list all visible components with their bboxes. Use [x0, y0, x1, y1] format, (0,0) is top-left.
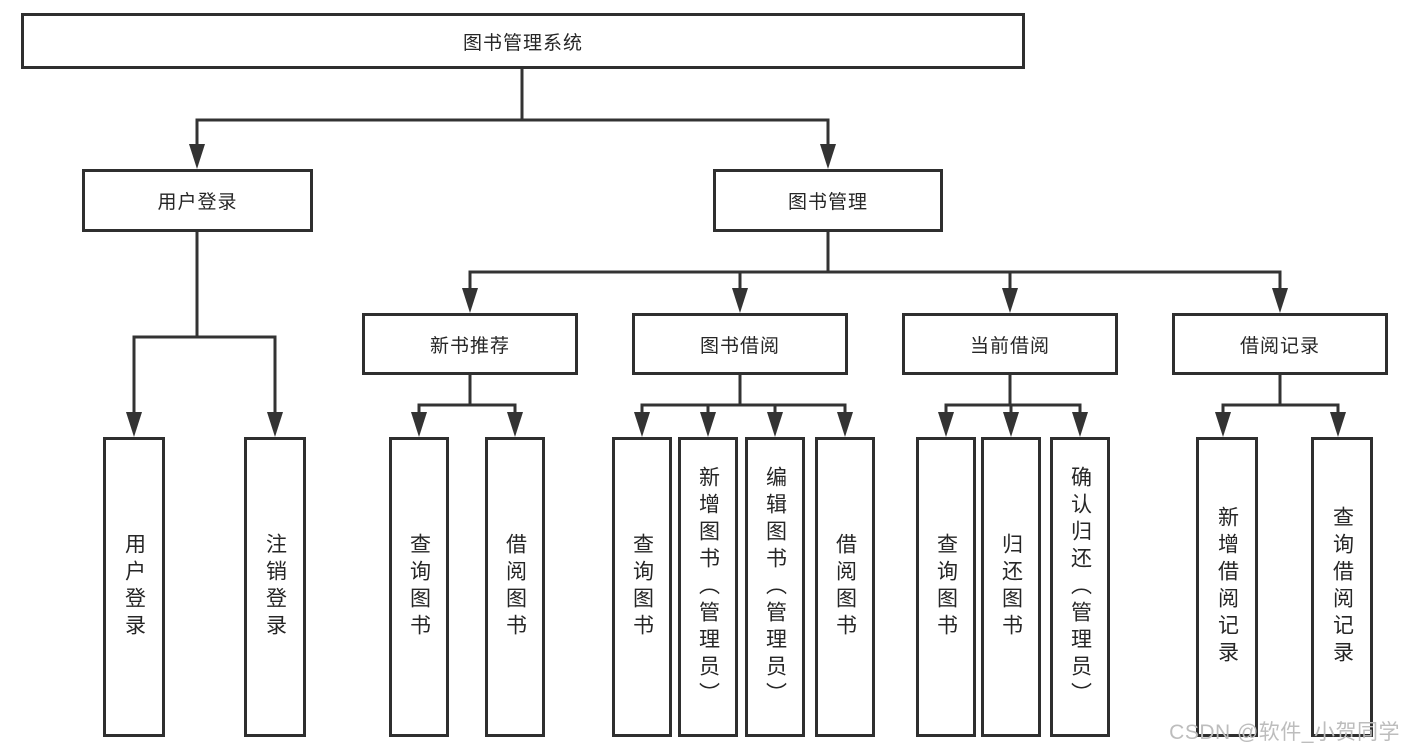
leaf-current-query-books-label: 查询图书	[934, 533, 958, 641]
leaf-borrow-borrow-books-label: 借阅图书	[833, 533, 857, 641]
leaf-current-confirm-return-label: 确认归还（管理员）	[1068, 465, 1092, 709]
node-book-management-label: 图书管理	[787, 192, 868, 213]
leaf-recommend-query-books: 查询图书	[389, 437, 449, 737]
node-root-label: 图书管理系统	[462, 32, 583, 54]
leaf-record-add-label: 新增借阅记录	[1215, 506, 1239, 668]
node-book-borrowing-label: 图书借阅	[699, 335, 780, 357]
leaf-current-confirm-return: 确认归还（管理员）	[1050, 437, 1110, 737]
node-borrowing-records: 借阅记录	[1172, 313, 1388, 375]
arrowheads	[126, 144, 1346, 437]
node-root: 图书管理系统	[21, 13, 1025, 69]
node-current-borrowing-label: 当前借阅	[969, 335, 1050, 357]
leaf-current-return-books-label: 归还图书	[999, 533, 1023, 641]
connector-stems	[132, 68, 1340, 415]
leaf-borrow-query-books: 查询图书	[612, 437, 672, 737]
leaf-current-return-books: 归还图书	[981, 437, 1041, 737]
leaf-recommend-query-books-label: 查询图书	[407, 533, 431, 641]
leaf-record-add: 新增借阅记录	[1196, 437, 1258, 737]
node-new-book-recommend-label: 新书推荐	[429, 335, 510, 357]
leaf-user-login-label: 用户登录	[122, 533, 146, 641]
leaf-recommend-borrow-books: 借阅图书	[485, 437, 545, 737]
node-user-login-label: 用户登录	[157, 192, 238, 213]
node-user-login: 用户登录	[82, 169, 313, 232]
leaf-borrow-add-books-label: 新增图书（管理员）	[696, 465, 720, 709]
leaf-recommend-borrow-books-label: 借阅图书	[503, 533, 527, 641]
leaf-record-query-label: 查询借阅记录	[1330, 506, 1354, 668]
leaf-record-query: 查询借阅记录	[1311, 437, 1373, 737]
node-borrowing-records-label: 借阅记录	[1239, 335, 1320, 357]
leaf-borrow-borrow-books: 借阅图书	[815, 437, 875, 737]
leaf-borrow-edit-books-label: 编辑图书（管理员）	[763, 465, 787, 709]
watermark: CSDN @软件_小贺同学	[1169, 721, 1400, 744]
leaf-current-query-books: 查询图书	[916, 437, 976, 737]
leaf-logout-label: 注销登录	[263, 533, 287, 641]
node-book-borrowing: 图书借阅	[632, 313, 848, 375]
leaf-borrow-query-books-label: 查询图书	[630, 533, 654, 641]
node-new-book-recommend: 新书推荐	[362, 313, 578, 375]
leaf-borrow-edit-books: 编辑图书（管理员）	[745, 437, 805, 737]
leaf-borrow-add-books: 新增图书（管理员）	[678, 437, 738, 737]
node-current-borrowing: 当前借阅	[902, 313, 1118, 375]
node-book-management: 图书管理	[713, 169, 943, 232]
leaf-user-login: 用户登录	[103, 437, 165, 737]
leaf-logout: 注销登录	[244, 437, 306, 737]
